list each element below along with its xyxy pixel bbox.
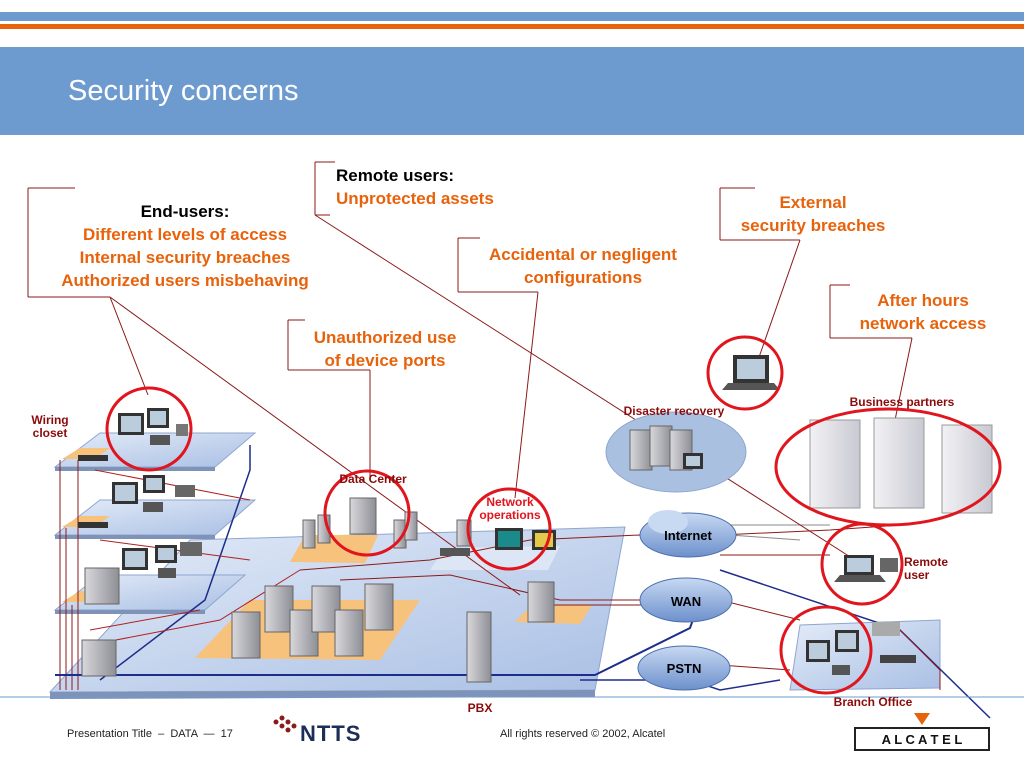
cloud-label-pstn: PSTN: [666, 661, 702, 676]
callout-after-hours-line-2: network access: [859, 314, 987, 333]
callout-after-hours: After hours network access: [840, 289, 1006, 335]
callout-end-users-line-3: Authorized users misbehaving: [61, 271, 309, 290]
title-bar: [0, 47, 1024, 135]
callout-end-users-line-2: Internal security breaches: [79, 248, 291, 267]
callout-end-users: End-users: Different levels of access In…: [35, 200, 335, 292]
callout-unauthorized-line-1: Unauthorized use: [313, 328, 457, 347]
internet-cloud: [639, 510, 737, 558]
callout-external-line-1: External: [779, 193, 847, 212]
wan-cloud: [639, 577, 733, 623]
label-disaster-recovery: Disaster recovery: [623, 404, 725, 418]
page-title: Security concerns: [68, 75, 299, 107]
callout-accidental-line-2: configurations: [523, 268, 643, 287]
callout-remote-users-line: Unprotected assets: [336, 189, 494, 208]
label-data-center: Data Center: [339, 472, 407, 486]
ntts-logo-text: NTTS: [300, 721, 362, 746]
callout-unauthorized-line-2: of device ports: [324, 351, 446, 370]
callout-external-line-2: security breaches: [740, 216, 886, 235]
callout-leaders: [27, 161, 913, 596]
alcatel-logo-box: [854, 727, 990, 751]
callout-after-hours-line-1: After hours: [877, 291, 969, 310]
label-business-partners: Business partners: [849, 395, 955, 409]
callout-remote-users-head: Remote users:: [336, 166, 455, 185]
pstn-cloud: [637, 645, 731, 691]
callout-accidental: Accidental or negligent configurations: [462, 243, 704, 289]
callout-end-users-head: End-users:: [140, 202, 230, 221]
cloud-label-internet: Internet: [664, 528, 712, 543]
label-remote-user-line-1: Remote: [904, 555, 949, 569]
callout-external: External security breaches: [722, 191, 904, 237]
callout-accidental-line-1: Accidental or negligent: [489, 245, 677, 264]
highlight-circles: [105, 335, 1002, 695]
ntts-logo-mark: [273, 715, 297, 733]
callout-remote-users: Remote users: Unprotected assets: [336, 164, 494, 210]
branch-office-floor: [789, 619, 941, 691]
label-network-operations-line-2: operations: [479, 508, 541, 522]
label-remote-user: Remote user: [904, 556, 964, 582]
remote-user-devices: [722, 355, 898, 582]
footer-rights: All rights reserved © 2002, Alcatel: [500, 728, 666, 740]
label-wiring-closet-line-2: closet: [32, 426, 68, 440]
label-remote-user-line-2: user: [904, 568, 930, 582]
cloud-label-wan: WAN: [670, 594, 702, 609]
callout-end-users-line-1: Different levels of access: [82, 225, 288, 244]
callout-unauthorized: Unauthorized use of device ports: [292, 326, 478, 372]
wiring-closet-equipment: [78, 408, 202, 677]
label-wiring-closet-line-1: Wiring: [31, 413, 69, 427]
label-network-operations-line-1: Network: [486, 495, 534, 509]
footer-presentation-title: Presentation Title – DATA — 17: [67, 728, 233, 740]
disaster-recovery-site: [605, 411, 747, 493]
label-pbx: PBX: [467, 701, 493, 715]
label-wiring-closet: Wiring closet: [22, 414, 78, 440]
header-stripe-blue: [0, 12, 1024, 21]
alcatel-logo-text: A L C A T E L: [881, 732, 963, 747]
label-network-operations: Network operations: [468, 496, 552, 522]
header-stripe-orange: [0, 24, 1024, 29]
business-partner-servers: [809, 417, 993, 514]
branch-office-devices: [806, 622, 916, 675]
alcatel-triangle-icon: [914, 713, 930, 725]
label-branch-office: Branch Office: [833, 695, 913, 709]
